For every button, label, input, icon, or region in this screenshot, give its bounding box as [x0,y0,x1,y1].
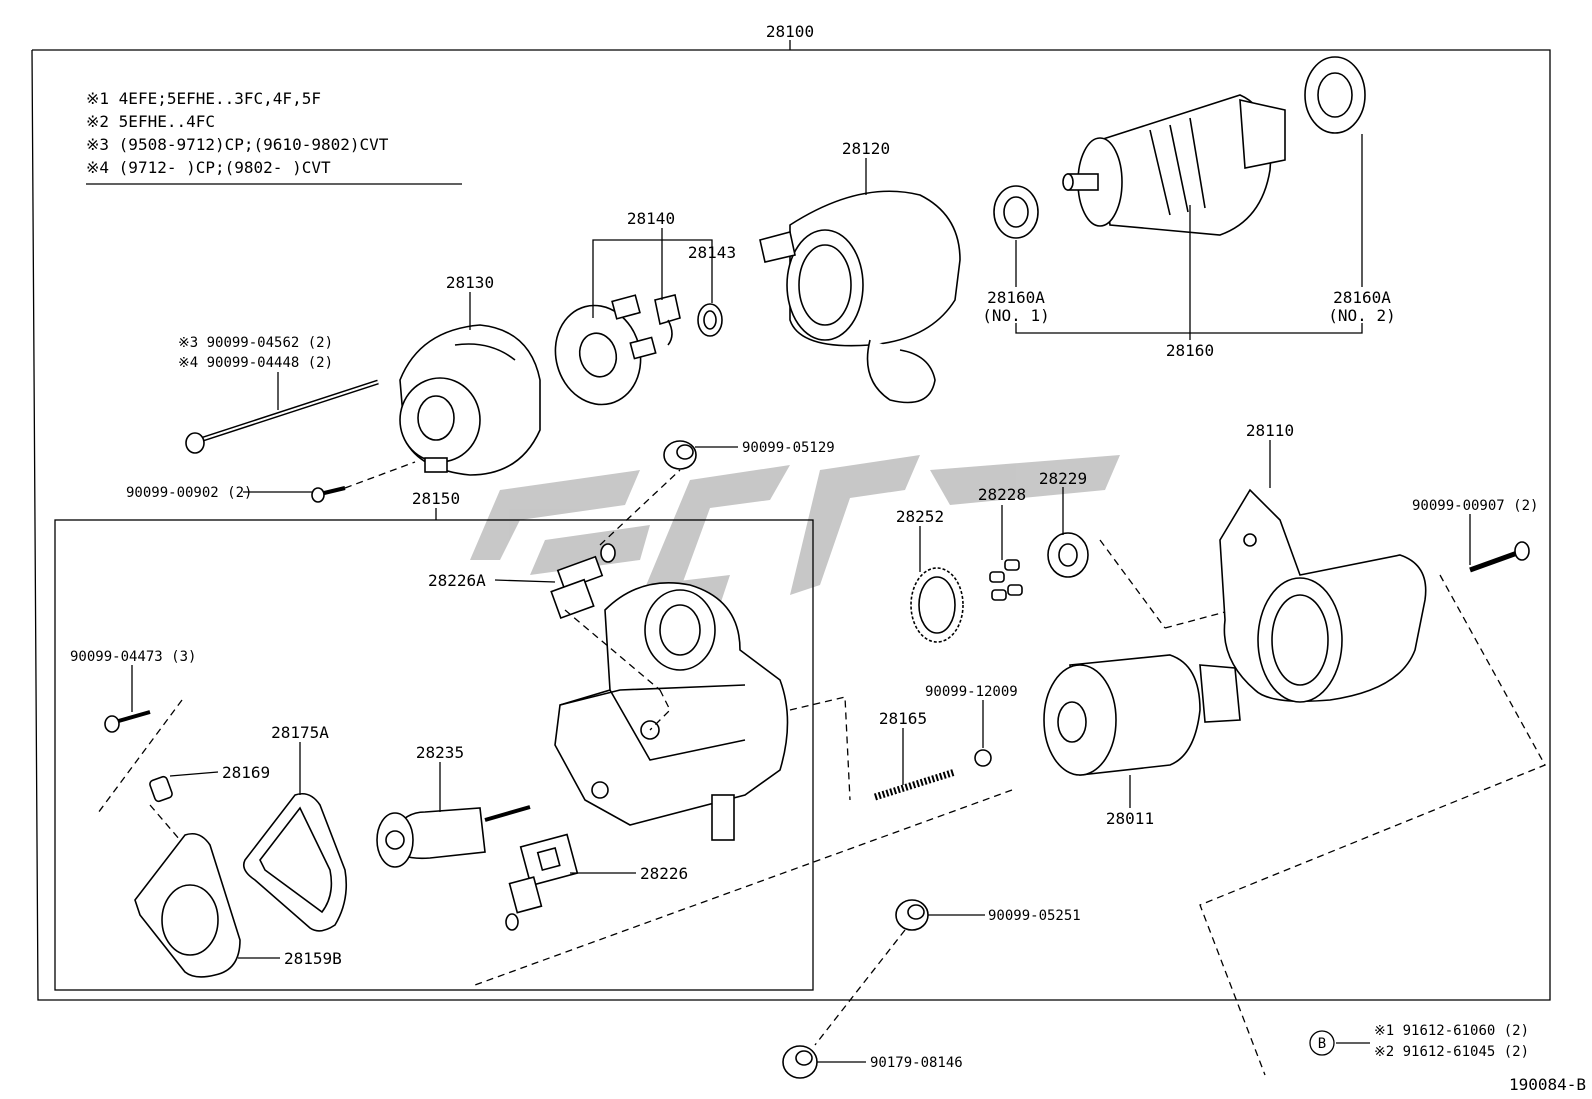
label-28252: 28252 [896,507,944,526]
assembly-frame-left [31,49,1240,1001]
label-28169: 28169 [222,763,270,782]
bolt-04473-icon [104,710,151,733]
diagram-id: 190084-B [1509,1075,1586,1094]
callout-b: B [1309,1030,1335,1056]
label-28229: 28229 [1039,469,1087,488]
assembly-number: 28100 [766,22,814,41]
label-90099-04448: ※4 90099-04448 (2) [178,355,333,371]
note-2: ※2 5EFHE..4FC [86,112,215,131]
label-91612-61060: ※1 91612-61060 (2) [1374,1023,1529,1039]
assembly-frame [32,49,1551,1001]
bolt-labels: ※3 90099-04562 (2) ※4 90099-04448 (2) 90… [70,335,1538,1071]
plunger-28235-icon [376,805,531,868]
bolt-00902-icon [311,486,346,503]
label-91612-61045: ※2 91612-61045 (2) [1374,1044,1529,1060]
note-4: ※4 (9712- )CP;(9802- )CVT [86,158,331,177]
clutch-28011-icon [1043,654,1241,776]
label-90179-08146: 90179-08146 [870,1055,963,1071]
label-28226A: 28226A [428,571,486,590]
rollers-28228-icon [989,559,1023,601]
label-90099-05251: 90099-05251 [988,908,1081,924]
callout-b-letter: B [1318,1036,1326,1052]
note-1: ※1 4EFE;5EFHE..3FC,4F,5F [86,89,321,108]
label-28235: 28235 [416,743,464,762]
note-3: ※3 (9508-9712)CP;(9610-9802)CVT [86,135,389,154]
ball-12009-icon [974,749,992,767]
label-28175A: 28175A [271,723,329,742]
bearing-no2-icon [1304,56,1366,134]
plug-05129-icon [663,440,697,470]
armature-28160-icon [1062,94,1286,236]
switch-housing-icon [554,582,789,841]
label-28160A-2-sub: (NO. 2) [1328,306,1395,325]
drive-housing-28110-icon [1219,488,1427,703]
through-bolt-icon [185,379,379,454]
subassembly-frame [54,519,814,991]
spring-28165-icon [873,768,957,801]
label-28160: 28160 [1166,341,1214,360]
label-90099-05129: 90099-05129 [742,440,835,456]
plug-08146-icon [782,1045,818,1079]
bearing-no1-icon [993,185,1039,239]
label-28011: 28011 [1106,809,1154,828]
cover-28159B-icon [134,832,241,978]
label-28228: 28228 [978,485,1026,504]
label-28143: 28143 [688,243,736,262]
notes-block: ※1 4EFE;5EFHE..3FC,4F,5F ※2 5EFHE..4FC ※… [86,89,462,185]
label-28140: 28140 [627,209,675,228]
label-28165: 28165 [879,709,927,728]
watermark-logo [470,455,1120,615]
label-28160A-2: 28160A [1333,288,1391,307]
label-28110: 28110 [1246,421,1294,440]
bolt-00907-icon [1469,541,1530,573]
clip-28169-icon [149,775,173,803]
end-frame-28130-icon [399,324,541,476]
brush-holder-28140-icon [554,294,681,406]
spring-28143-icon [697,303,723,337]
terminal-28226A-icon [550,543,616,619]
label-28226: 28226 [640,864,688,883]
gasket-28175A-icon [242,792,348,932]
label-90099-12009: 90099-12009 [925,684,1018,700]
label-28150: 28150 [412,489,460,508]
label-28160A-1-sub: (NO. 1) [982,306,1049,325]
plug-05251-icon [895,899,929,931]
part-labels: 28120 28140 28143 28130 28160A (NO. 1) 2… [222,139,1396,968]
gear-28252-icon [910,567,964,643]
label-28130: 28130 [446,273,494,292]
leader-lines [97,134,1546,1076]
retainer-28229-icon [1047,532,1089,578]
label-90099-04562: ※3 90099-04562 (2) [178,335,333,351]
label-28120: 28120 [842,139,890,158]
terminal-28226-icon [505,833,579,931]
label-90099-04473: 90099-04473 (3) [70,649,196,665]
label-28159B: 28159B [284,949,342,968]
label-90099-00907: 90099-00907 (2) [1412,498,1538,514]
label-90099-00902: 90099-00902 (2) [126,485,252,501]
yoke-28120-icon [759,190,961,404]
label-28160A-1: 28160A [987,288,1045,307]
